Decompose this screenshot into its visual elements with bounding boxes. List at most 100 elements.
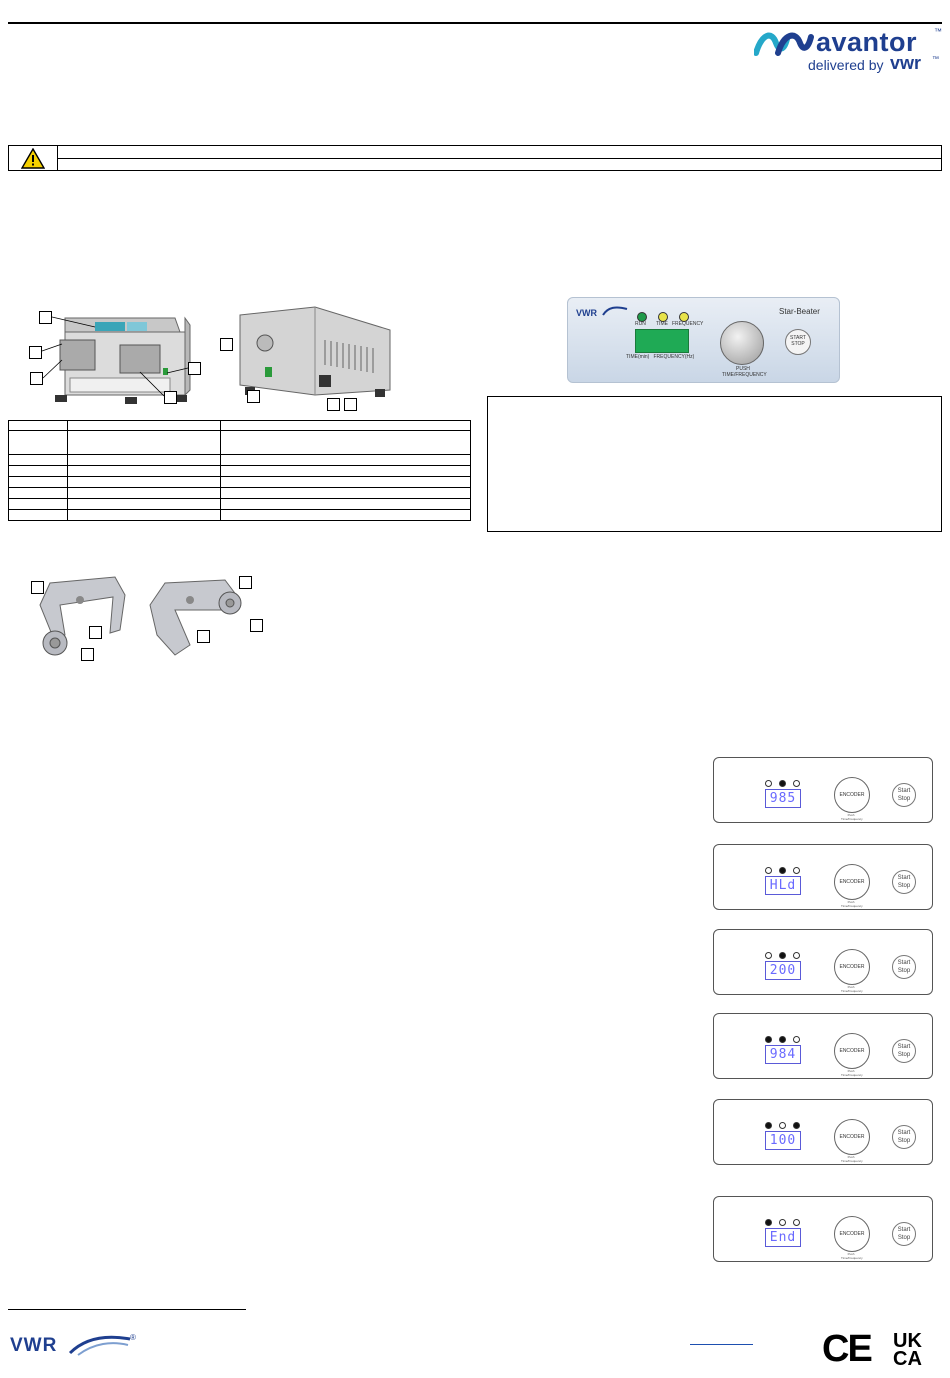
callout-leaders [41, 316, 189, 397]
callout-box [220, 338, 233, 351]
led-label-run: RUN [635, 321, 646, 327]
callout-box [29, 346, 42, 359]
display-value: 200 [765, 961, 801, 980]
encoder-knob [720, 321, 764, 365]
ce-mark: CE [822, 1328, 873, 1370]
indicator-led [765, 1036, 772, 1043]
encoder-knob: ENCODER [834, 777, 870, 813]
tagline-tm: ™ [932, 56, 939, 63]
callout-box [164, 391, 177, 404]
indicator-led [793, 1219, 800, 1226]
callout-box [344, 398, 357, 411]
warning-icon-cell [9, 146, 58, 170]
callout-box [89, 626, 102, 639]
warning-divider [57, 158, 941, 159]
callout-box [30, 372, 43, 385]
panel-brand: VWR [576, 308, 597, 318]
stop-label: Stop [897, 1052, 911, 1058]
callout-box [327, 398, 340, 411]
push-label: Push Time/Frequency [841, 900, 863, 908]
top-rule [8, 22, 942, 24]
stop-label: Stop [897, 796, 911, 802]
indicator-led [779, 867, 786, 874]
indicator-led [793, 952, 800, 959]
push-label: Push Time/Frequency [841, 1252, 863, 1260]
time-led [658, 312, 668, 322]
callout-box [239, 576, 252, 589]
ukca-mark: UK CA [893, 1330, 933, 1370]
stop-label: Stop [897, 1235, 911, 1241]
bracket-image-left [39, 576, 126, 656]
footnote-rule [8, 1309, 246, 1310]
indicator-led [765, 867, 772, 874]
start-label: Start [897, 875, 911, 881]
ukca-line-1: UK [893, 1330, 922, 1352]
footer-reg: ® [130, 1333, 136, 1342]
table-row [8, 454, 471, 466]
tagline-prefix: delivered by [808, 57, 884, 73]
panel-model: Star-Beater [779, 307, 820, 316]
push-label: Push Time/Frequency [841, 985, 863, 993]
display-panels [713, 757, 933, 1262]
knob-label-push: PUSH [736, 366, 750, 372]
knob-label-time-frequency: TIME/FREQUENCY [722, 372, 767, 378]
indicator-led [765, 952, 772, 959]
callout-box [81, 648, 94, 661]
footer-link-underline[interactable] [690, 1344, 753, 1345]
push-label: Push Time/Frequency [841, 1069, 863, 1077]
frequency-led [679, 312, 689, 322]
start-label: Start [897, 1044, 911, 1050]
run-led [637, 312, 647, 322]
encoder-knob: ENCODER [834, 864, 870, 900]
bracket-image-right [149, 579, 242, 656]
callout-box [197, 630, 210, 643]
start-label: Start [897, 960, 911, 966]
encoder-knob: ENCODER [834, 1216, 870, 1252]
encoder-knob: ENCODER [834, 949, 870, 985]
display-value: End [765, 1228, 801, 1247]
callout-box [39, 311, 52, 324]
control-panel-image: VWR Star-Beater RUN TIME FREQUENCY TIME(… [567, 297, 840, 383]
display-value: 100 [765, 1131, 801, 1150]
avantor-wordmark: avantor [816, 27, 918, 57]
vwr-swoosh-icon [68, 1335, 131, 1356]
avantor-logo: avantor ™ delivered by vwr ™ [754, 27, 944, 77]
footer-vwr-logo: VWR ® [10, 1333, 140, 1363]
tagline-brand: vwr [890, 53, 922, 73]
table-row [8, 430, 471, 455]
warning-triangle-icon [21, 148, 45, 169]
avantor-swoosh-icon [754, 32, 814, 56]
display-caption: TIME(min) FREQUENCY(Hz) [626, 354, 695, 360]
warning-box [8, 145, 942, 171]
indicator-led [779, 952, 786, 959]
push-label: Push Time/Frequency [841, 813, 863, 821]
indicator-led [779, 1219, 786, 1226]
start-label: Start [897, 788, 911, 794]
callout-box [31, 581, 44, 594]
stop-label: Stop [897, 883, 911, 889]
start-label: START [790, 335, 806, 341]
indicator-led [793, 1036, 800, 1043]
indicator-led [765, 780, 772, 787]
display-value: 984 [765, 1045, 801, 1064]
table-row [8, 476, 471, 488]
indicator-led [779, 780, 786, 787]
stop-label: STOP [791, 341, 805, 347]
push-label: Push Time/Frequency [841, 1155, 863, 1163]
indicator-led [779, 1036, 786, 1043]
table-row [8, 509, 471, 521]
encoder-knob: ENCODER [834, 1033, 870, 1069]
device-front-image [55, 316, 191, 404]
indicator-led [779, 1122, 786, 1129]
ukca-line-2: CA [893, 1348, 922, 1370]
parts-table [8, 420, 471, 521]
